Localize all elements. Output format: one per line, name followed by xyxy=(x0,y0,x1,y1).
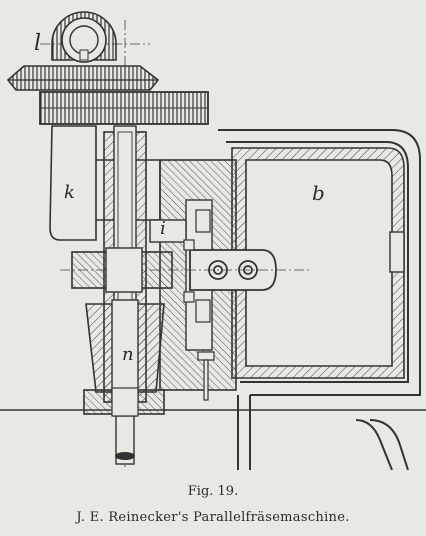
bevel-gear xyxy=(6,65,160,91)
label-i: i xyxy=(160,218,166,239)
spur-gear xyxy=(39,91,209,125)
bolts xyxy=(183,239,215,401)
label-b: b xyxy=(312,181,325,205)
housing-wall xyxy=(231,147,405,379)
figure-title: J. E. Reinecker's Parallelfräsemaschine. xyxy=(76,510,350,525)
label-l: l xyxy=(34,31,41,56)
figure-number: Fig. 19. xyxy=(187,484,239,499)
machine-drawing: l k b i n xyxy=(0,11,426,470)
frame-housing xyxy=(0,129,426,470)
label-n: n xyxy=(122,344,134,365)
label-k: k xyxy=(64,182,75,203)
top-gear xyxy=(51,11,117,63)
horizontal-shaft xyxy=(71,219,187,293)
lower-sleeve xyxy=(83,299,165,417)
